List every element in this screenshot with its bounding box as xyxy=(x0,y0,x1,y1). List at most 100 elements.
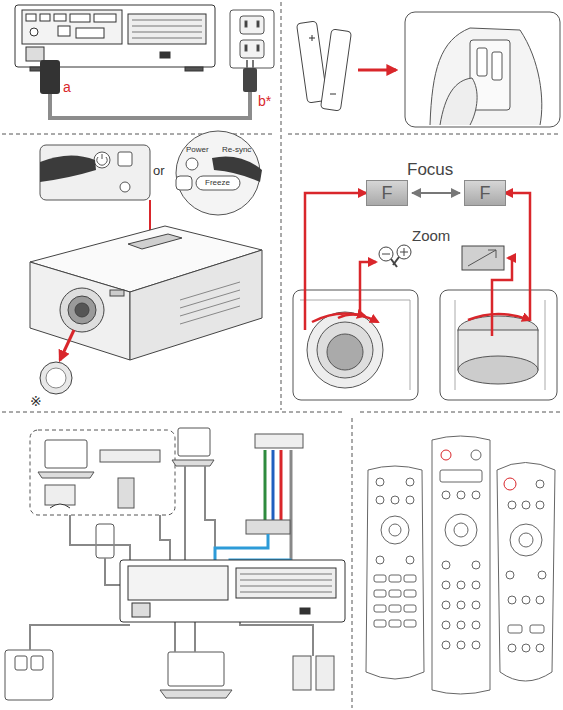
battery xyxy=(321,29,352,111)
remote-control xyxy=(457,491,465,499)
remote-control xyxy=(536,596,544,604)
remote-control xyxy=(510,524,542,556)
projector-body xyxy=(68,296,96,324)
remote-control xyxy=(366,466,424,679)
button-closeup xyxy=(97,154,107,165)
projector-body xyxy=(110,290,124,296)
remote-in-hand xyxy=(477,48,487,76)
button-closeup xyxy=(120,182,130,192)
remote-control xyxy=(442,491,450,499)
projector-rear xyxy=(300,608,310,614)
source-devices xyxy=(38,472,94,478)
remote-control xyxy=(389,620,401,627)
remote-control xyxy=(406,556,414,564)
source-devices xyxy=(172,460,214,466)
remote-control xyxy=(457,581,465,589)
panel-divider xyxy=(360,412,561,413)
remote-control xyxy=(374,605,386,612)
power-cord xyxy=(252,60,254,68)
projector-rear xyxy=(26,47,44,61)
source-devices xyxy=(30,430,175,515)
source-devices xyxy=(50,504,70,508)
power-cord xyxy=(243,68,257,92)
projector-body xyxy=(130,250,262,360)
component-cable xyxy=(272,450,275,520)
remote-control xyxy=(506,571,514,579)
remote-control xyxy=(536,644,544,652)
remote-control xyxy=(376,496,384,504)
lens-cap xyxy=(60,330,74,360)
remote-control xyxy=(376,478,384,486)
lens-frame xyxy=(300,300,410,390)
remote-control xyxy=(522,644,530,652)
insert-arrow xyxy=(358,69,396,72)
source-devices xyxy=(96,524,114,558)
projector-rear xyxy=(58,26,70,36)
remote-control xyxy=(457,601,465,609)
remote-control xyxy=(374,620,386,627)
source-devices xyxy=(178,428,210,456)
projector-body xyxy=(75,303,89,317)
projector-rear xyxy=(26,14,36,21)
remote-control xyxy=(442,601,450,609)
adjust-arrow xyxy=(312,314,378,323)
remote-in-hand xyxy=(405,12,560,127)
button-closeup xyxy=(40,145,150,200)
lens-frame xyxy=(317,322,373,378)
button-closeup xyxy=(94,152,110,168)
projector-rear xyxy=(132,20,202,38)
projector-rear xyxy=(54,14,66,21)
source-devices xyxy=(15,656,27,670)
projector-rear xyxy=(40,14,50,21)
zoom-icon xyxy=(379,245,504,270)
button-closeup xyxy=(186,158,198,170)
footnote-mark: ※ xyxy=(30,394,42,408)
remote-control xyxy=(497,463,555,682)
remote-control xyxy=(457,621,465,629)
projector-rear xyxy=(15,5,215,67)
remote-control xyxy=(391,496,399,504)
source-devices xyxy=(168,652,224,686)
lens-frame xyxy=(293,290,557,400)
remote-control xyxy=(519,533,533,547)
remote-control xyxy=(404,590,416,597)
remote-control xyxy=(442,561,450,569)
component-cable xyxy=(246,520,290,534)
adjust-arrow xyxy=(505,193,530,320)
note-text: or xyxy=(153,164,165,177)
remote-control xyxy=(374,590,386,597)
remote-in-hand xyxy=(440,78,477,125)
projector-rear xyxy=(236,568,336,598)
focus-sample-box: F xyxy=(366,180,408,206)
remote-control xyxy=(508,596,516,604)
zoom-icon xyxy=(468,250,496,266)
component-cable xyxy=(264,450,267,520)
lens-frame xyxy=(307,312,383,388)
power-cord xyxy=(246,60,248,68)
remote-control xyxy=(508,625,522,633)
projector-rear xyxy=(70,14,90,22)
button-closeup xyxy=(118,152,132,166)
power-cord xyxy=(40,60,60,94)
component-cable xyxy=(290,450,293,560)
wall-outlet xyxy=(245,21,247,27)
remote-control xyxy=(366,436,555,694)
adjust-arrow xyxy=(492,258,512,336)
zoom-icon xyxy=(382,254,390,255)
zoom-icon xyxy=(397,245,411,259)
power-cord xyxy=(40,60,257,118)
part-letter: a xyxy=(63,80,71,94)
projector-rear xyxy=(30,28,38,36)
panel-divider xyxy=(288,134,561,135)
signal-cable xyxy=(160,515,170,565)
remote-control xyxy=(432,436,490,694)
remote-control xyxy=(406,496,414,504)
signal-cable xyxy=(70,515,130,565)
projector-body xyxy=(180,282,240,324)
remote-control xyxy=(522,596,530,604)
remote-control xyxy=(530,625,544,633)
remote-control xyxy=(404,575,416,582)
remote-control xyxy=(404,605,416,612)
